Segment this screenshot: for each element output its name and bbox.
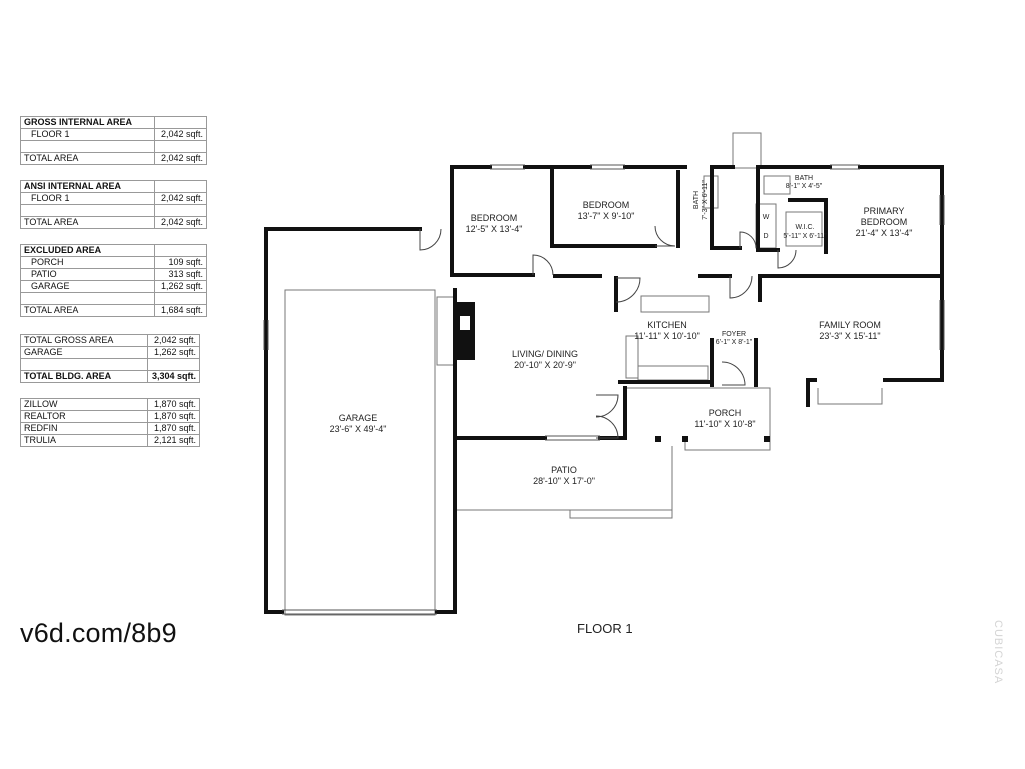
thin-outlines xyxy=(284,132,883,616)
room-name: LIVING/ DINING xyxy=(512,349,578,359)
family-south-wall xyxy=(806,378,817,407)
room-dims: 13'-7" X 9'-10" xyxy=(578,211,635,221)
room-dims: 7'-3" X 6'-11" xyxy=(702,180,709,220)
bedroom-wall-west xyxy=(450,167,535,277)
patio-step-outline xyxy=(569,446,673,519)
room-name: PORCH xyxy=(709,408,742,418)
windows xyxy=(263,164,945,615)
thick-walls xyxy=(264,165,944,614)
floor-label: FLOOR 1 xyxy=(577,621,633,636)
table-cell-label: TRULIA xyxy=(20,434,148,447)
door-closet xyxy=(739,231,757,249)
door-pantry xyxy=(615,277,641,303)
tour-url[interactable]: v6d.com/8b9 xyxy=(20,618,177,648)
east-wall xyxy=(883,165,944,382)
room-dims: 5'-11" X 6'-11" xyxy=(783,233,827,240)
room-dims: 12'-5" X 13'-4" xyxy=(466,224,523,234)
washer-label: W xyxy=(763,214,770,221)
fireplace xyxy=(455,302,475,360)
shower-2 xyxy=(763,175,791,195)
room-dims: 8'-1" X 4'-5" xyxy=(786,183,823,190)
door-bedroom-2 xyxy=(654,225,676,247)
table-cell-value: 2,121 sqft. xyxy=(147,434,200,447)
room-name: BEDROOM xyxy=(471,213,518,223)
room-name: BATH xyxy=(693,191,700,209)
room-dims: 23'-6" X 49'-4" xyxy=(330,424,387,434)
garage-interior-outline xyxy=(284,289,436,616)
room-name: BEDROOM xyxy=(583,200,630,210)
fireplace-hearth xyxy=(436,296,456,366)
wic-outline xyxy=(785,211,823,247)
table-cell-label: TOTAL AREA xyxy=(20,152,155,165)
room-dims: 11'-10" X 10'-8" xyxy=(694,419,755,429)
room-dims: 20'-10" X 20'-9" xyxy=(514,360,576,370)
door-bath-2 xyxy=(777,249,797,269)
door-front xyxy=(721,361,746,386)
porch-outline xyxy=(625,387,771,451)
door-bedroom-1 xyxy=(532,254,554,276)
porch-posts xyxy=(655,436,770,442)
room-dims: 6'-1" X 8'-1" xyxy=(716,339,753,346)
table-cell-value: 2,042 sqft. xyxy=(154,216,207,229)
room-dims: 21'-4" X 13'-4" xyxy=(856,228,913,238)
garage-wall-east xyxy=(435,438,457,614)
door-primary xyxy=(729,275,753,299)
garage-wall-west xyxy=(264,227,422,614)
kitchen-counter xyxy=(640,295,710,313)
chimney-outline xyxy=(732,132,762,169)
room-name: BATH xyxy=(795,175,813,182)
room-dims: 11'-11" X 10'-10" xyxy=(634,331,700,341)
room-dims: 28'-10" X 17'-0" xyxy=(533,476,595,486)
door-patio-a xyxy=(595,394,619,418)
kitchen-counter-side xyxy=(625,335,639,379)
room-name: PATIO xyxy=(551,465,577,475)
door-garage xyxy=(419,228,442,251)
room-labels: BEDROOM 12'-5" X 13'-4" BEDROOM 13'-7" X… xyxy=(330,175,913,486)
room-name: FOYER xyxy=(722,331,746,338)
table-cell-value: 2,042 sqft. xyxy=(154,152,207,165)
table-cell-value: 3,304 sqft. xyxy=(147,370,200,383)
table-cell-value: 1,684 sqft. xyxy=(154,304,207,317)
table-cell-label: TOTAL AREA xyxy=(20,216,155,229)
room-name: GARAGE xyxy=(339,413,378,423)
room-name: FAMILY ROOM xyxy=(819,320,881,330)
room-name: BEDROOM xyxy=(861,217,908,227)
room-dims: 23'-3" X 15'-11" xyxy=(819,331,880,341)
door-patio-b xyxy=(595,415,619,439)
room-name: W.I.C. xyxy=(795,224,814,231)
fireplace-opening xyxy=(460,316,470,330)
doors xyxy=(419,225,797,439)
bay-window-outline xyxy=(817,388,883,405)
room-name: KITCHEN xyxy=(647,320,687,330)
room-name: PRIMARY xyxy=(864,206,905,216)
table-cell-label: TOTAL BLDG. AREA xyxy=(20,370,148,383)
dryer-label: D xyxy=(763,233,768,240)
kitchen-counter-bottom xyxy=(637,365,709,381)
